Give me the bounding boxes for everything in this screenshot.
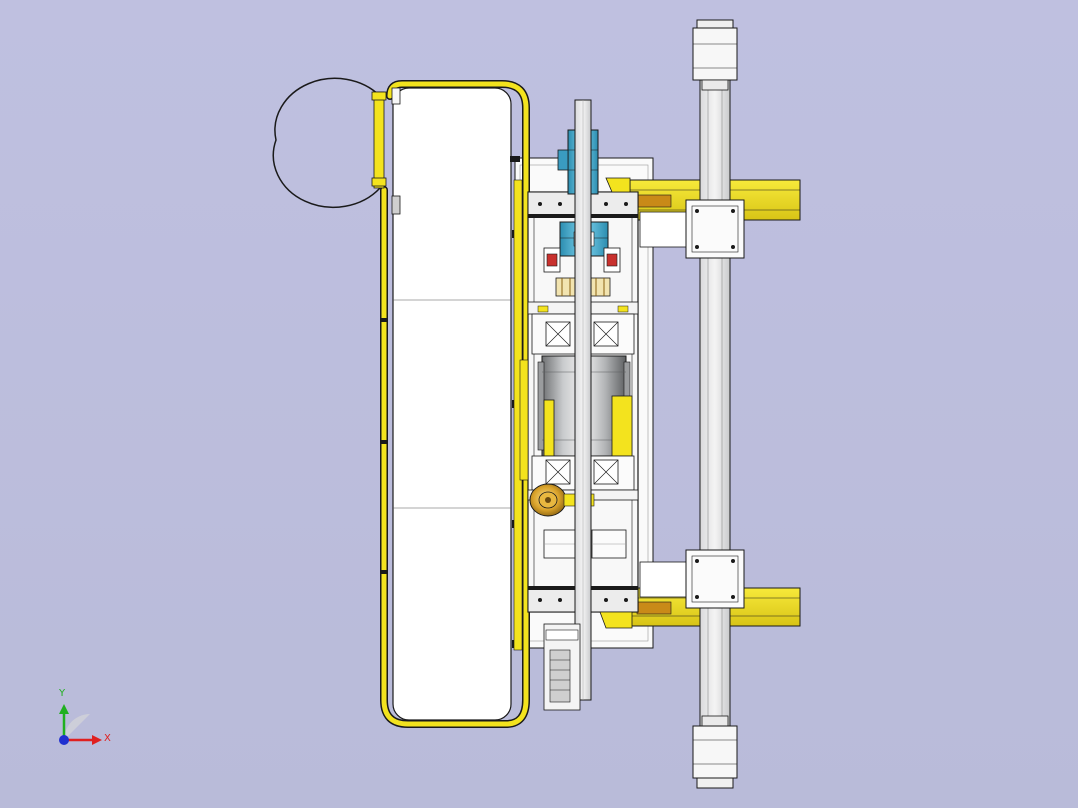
frame-bolts: [538, 202, 628, 602]
coordinate-triad: [59, 704, 102, 745]
motor-mount-yellow[interactable]: [605, 177, 631, 193]
rail-end-cap-top[interactable]: [692, 19, 738, 91]
central-shaft[interactable]: [574, 99, 592, 701]
rail-carriage-bottom[interactable]: [685, 549, 745, 609]
cable-chain[interactable]: [543, 623, 581, 711]
guard-rail-loop[interactable]: [272, 77, 381, 209]
triad-x-label: X: [104, 733, 111, 744]
rail-end-cap-bottom[interactable]: [692, 715, 738, 789]
yellow-safety-guard[interactable]: [380, 80, 530, 728]
rail-carriage-top[interactable]: [685, 199, 745, 259]
bottom-mount-yellow[interactable]: [599, 611, 633, 629]
bearing-blocks-top[interactable]: [543, 247, 621, 273]
vertical-linear-rail[interactable]: [699, 69, 731, 731]
conveyor-belt[interactable]: [392, 87, 512, 721]
z-axis-dot: [59, 735, 69, 745]
triad-y-label: Y: [59, 688, 66, 699]
drum-side-arm-yellow[interactable]: [519, 359, 633, 481]
guard-hinge-bracket[interactable]: [371, 87, 401, 215]
yellow-cross-rail-top[interactable]: [629, 179, 801, 248]
